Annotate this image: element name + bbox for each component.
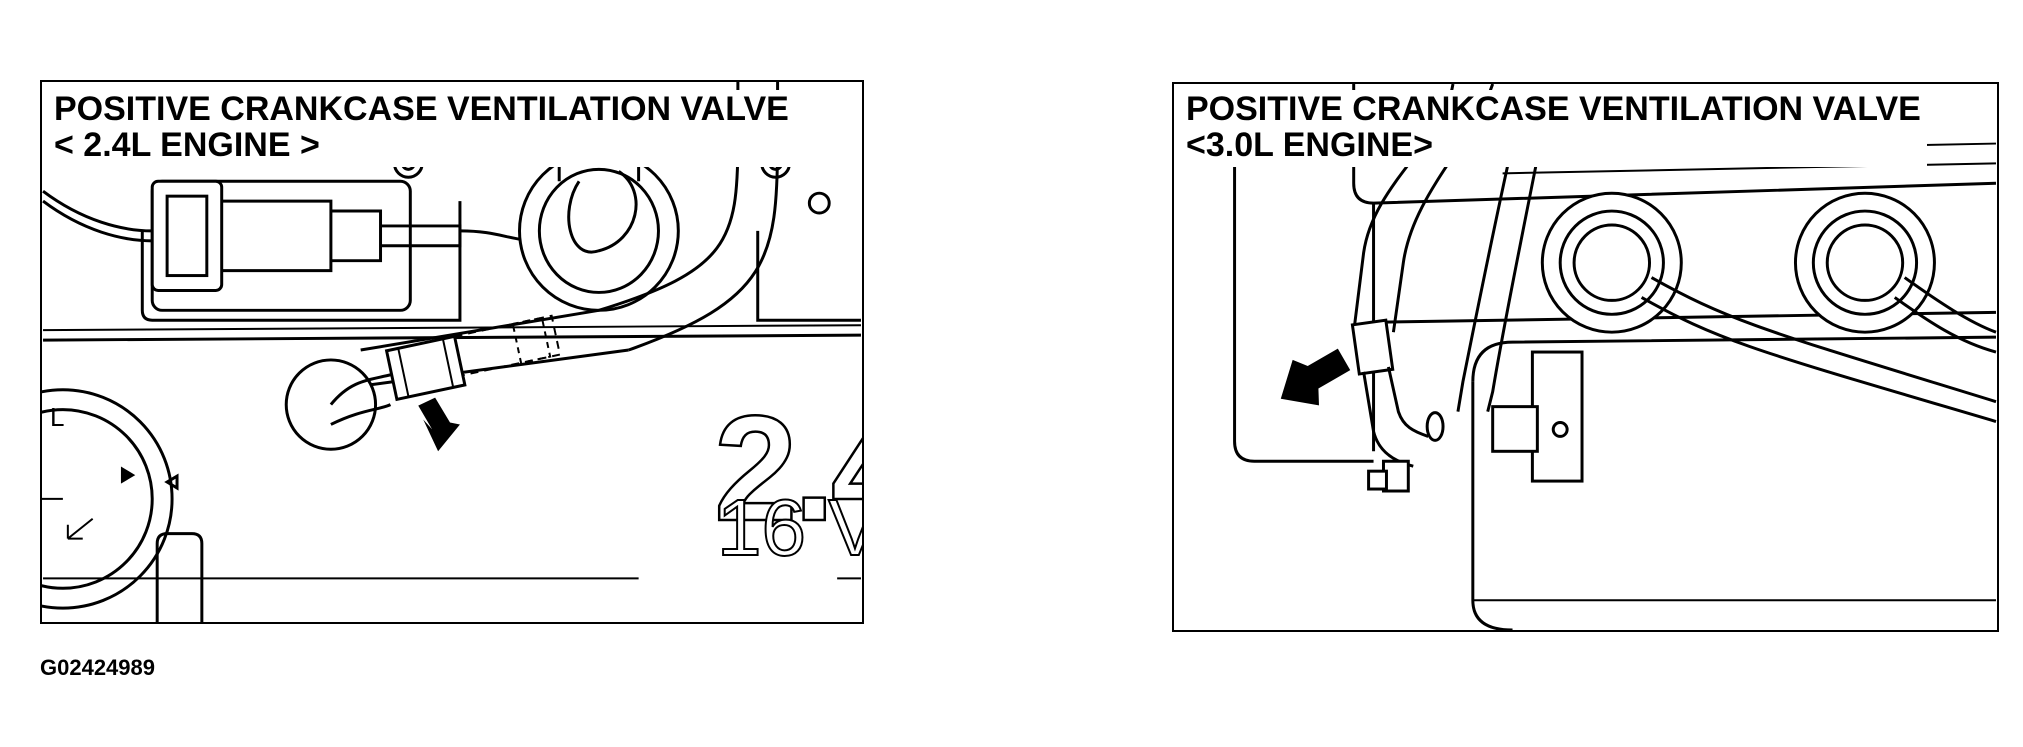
- oil-filler-cap: [42, 388, 174, 610]
- engine-emblem-small: 16 V: [716, 482, 862, 573]
- engine-illustration-3-0l: [1233, 84, 1997, 630]
- valve-grommet: [284, 358, 378, 451]
- pcv-valve: [384, 314, 562, 402]
- diagram-caption: POSITIVE CRANKCASE VENTILATION VALVE < 2…: [50, 90, 795, 168]
- caption-title: POSITIVE CRANKCASE VENTILATION VALVE: [54, 90, 789, 128]
- pcv-valve: [1350, 318, 1445, 468]
- dial-mark: L: [50, 402, 65, 432]
- diagram-caption: POSITIVE CRANKCASE VENTILATION VALVE <3.…: [1182, 90, 1927, 168]
- pointer-arrow: [1280, 348, 1351, 406]
- pointer-arrow: [418, 397, 460, 452]
- figure-code: G02424989: [40, 655, 155, 680]
- caption-engine: <3.0L ENGINE>: [1186, 125, 1433, 164]
- caption-engine: < 2.4L ENGINE >: [54, 125, 320, 164]
- engine-illustration-2-4l: [42, 82, 861, 622]
- engine-emblem-large: 2.4: [713, 383, 862, 554]
- diagram-panel-2-4l: POSITIVE CRANKCASE VENTILATION VALVE < 2…: [40, 80, 864, 624]
- caption-title: POSITIVE CRANKCASE VENTILATION VALVE: [1186, 90, 1921, 128]
- diagram-panel-3-0l: POSITIVE CRANKCASE VENTILATION VALVE <3.…: [1172, 82, 1999, 632]
